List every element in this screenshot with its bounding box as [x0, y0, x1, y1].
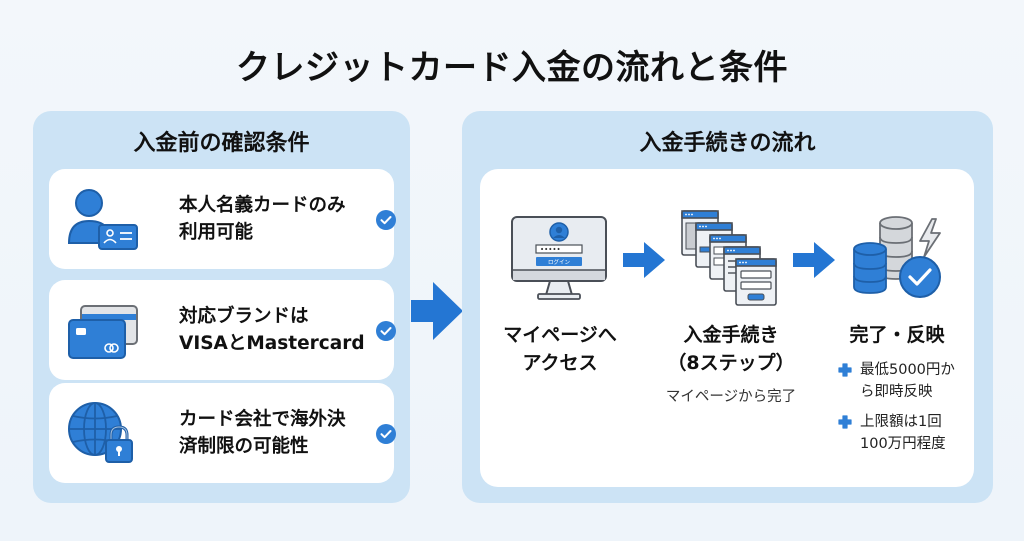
arrow-right-icon — [793, 242, 835, 278]
condition-text: 対応ブランドは VISAとMastercard — [179, 306, 365, 354]
page-title: クレジットカード入金の流れと条件 — [236, 48, 788, 88]
bullet-min-deposit: 最低5000円か ら即時反映 — [838, 359, 955, 403]
condition-item-brands: 対応ブランドは VISAとMastercard — [49, 280, 396, 380]
condition-item-overseas-restriction: カード会社で海外決 済制限の可能性 — [49, 383, 396, 483]
arrow-right-icon — [411, 282, 463, 340]
flow-steps-box: ••••• ログイン — [480, 169, 974, 487]
condition-text: カード会社で海外決 済制限の可能性 — [179, 409, 346, 457]
step-deposit-subtext: マイページから完了 — [665, 389, 797, 405]
plus-bullet-icon — [838, 363, 852, 377]
flow-heading: 入金手続きの流れ — [639, 131, 816, 156]
step-access-mypage: マイページへ アクセス — [503, 324, 617, 374]
person-id-card-icon — [67, 189, 138, 250]
credit-cards-icon — [68, 305, 138, 359]
multi-step-forms-icon — [681, 210, 777, 306]
globe-lock-icon — [68, 402, 133, 463]
monitor-login-icon: ••••• ログイン — [511, 216, 607, 300]
plus-bullet-icon — [838, 415, 852, 429]
arrow-right-icon — [623, 242, 665, 278]
password-mask: ••••• — [540, 246, 561, 254]
conditions-panel: 入金前の確認条件 本人名義カードのみ 利用可能 — [33, 111, 410, 503]
conditions-heading: 入金前の確認条件 — [133, 131, 310, 156]
login-button-label: ログイン — [548, 258, 571, 266]
flow-panel: 入金手続きの流れ ••••• ログイン — [462, 111, 993, 503]
check-icon — [376, 424, 396, 444]
condition-text: 本人名義カードのみ 利用可能 — [179, 195, 346, 243]
check-icon — [376, 210, 396, 230]
database-check-icon — [853, 216, 941, 298]
check-icon — [376, 321, 396, 341]
bullet-max-deposit: 上限額は1回 100万円程度 — [838, 411, 946, 455]
condition-item-own-card: 本人名義カードのみ 利用可能 — [49, 169, 396, 269]
step-deposit-procedure: 入金手続き （8ステップ） — [667, 324, 795, 374]
step-complete: 完了・反映 — [849, 324, 945, 346]
